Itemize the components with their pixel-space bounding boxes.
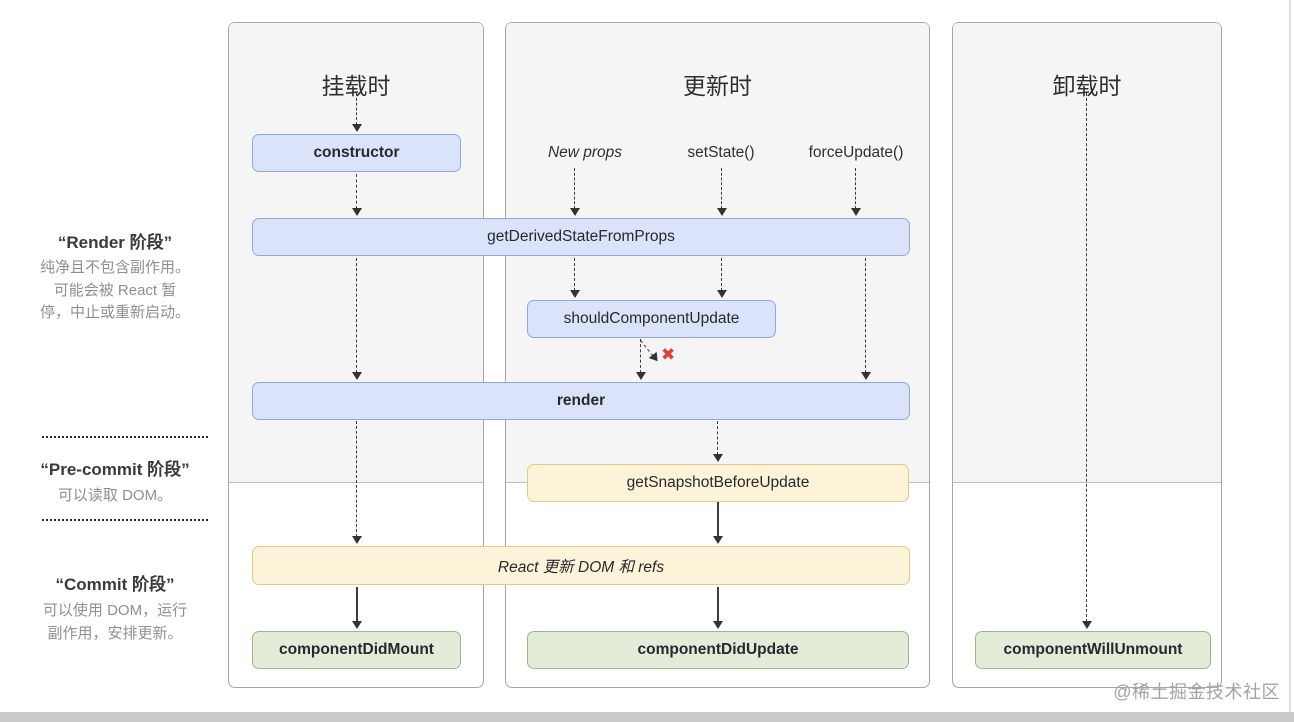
skip-x-icon: ✖: [661, 345, 676, 364]
panel-title-updating: 更新时: [683, 73, 752, 99]
node-component-did-update: componentDidUpdate: [527, 631, 909, 669]
page-edge: [1289, 0, 1291, 712]
node-get-snapshot-before-update: getSnapshotBeforeUpdate: [527, 464, 909, 502]
trigger-force-update: forceUpdate(): [808, 144, 904, 161]
node-component-will-unmount: componentWillUnmount: [975, 631, 1211, 669]
node-constructor: constructor: [252, 134, 461, 172]
phase-divider: [42, 436, 208, 438]
panel-unmounting: 卸载时: [952, 22, 1222, 688]
commit-phase-title: “Commit 阶段”: [55, 575, 175, 594]
trigger-new-props: New props: [547, 144, 623, 161]
node-should-component-update: shouldComponentUpdate: [527, 300, 776, 338]
page-edge: [0, 712, 1294, 722]
node-render: render: [252, 382, 910, 420]
precommit-phase-title: “Pre-commit 阶段”: [40, 460, 190, 479]
commit-phase-desc: 可以使用 DOM，运行 副作用，安排更新。: [42, 602, 188, 642]
trigger-set-state: setState(): [687, 144, 755, 161]
node-react-updates-dom: React 更新 DOM 和 refs: [252, 546, 910, 585]
render-phase-desc: 纯净且不包含副作用。 可能会被 React 暂 停，中止或重新启动。: [39, 259, 190, 321]
render-phase-title: “Render 阶段”: [57, 233, 173, 252]
watermark: @稀土掘金技术社区: [1113, 682, 1280, 702]
phase-divider: [42, 519, 208, 521]
node-get-derived-state-from-props: getDerivedStateFromProps: [252, 218, 910, 256]
panel-title-unmounting: 卸载时: [1052, 73, 1122, 99]
precommit-phase-desc: 可以读取 DOM。: [57, 487, 173, 504]
node-component-did-mount: componentDidMount: [252, 631, 461, 669]
render-phase-region: [953, 23, 1221, 483]
